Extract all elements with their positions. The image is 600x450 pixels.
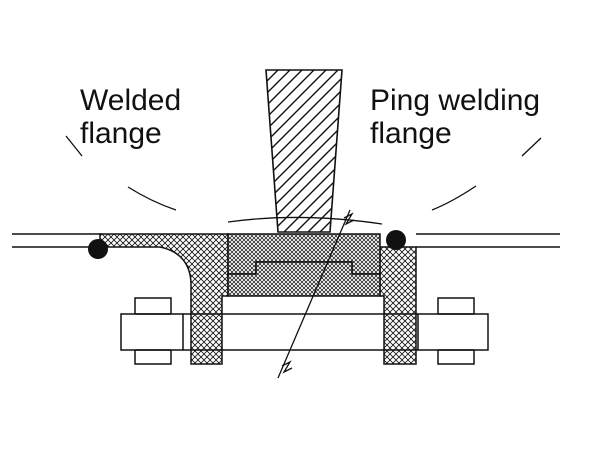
- label-ping-line2: flange: [370, 117, 452, 150]
- weld-bead-right: [386, 230, 406, 250]
- bolt-right: [417, 297, 489, 365]
- welded-flange: [99, 233, 229, 365]
- label-welded-line1: Welded: [80, 84, 181, 117]
- ping-welding-flange: [379, 246, 417, 365]
- label-welded-line2: flange: [80, 117, 162, 150]
- center-gasket-lower: [227, 261, 381, 297]
- leader-left: [65, 135, 177, 211]
- weld-bead-left: [88, 239, 108, 259]
- leader-right: [431, 137, 542, 211]
- vertical-pipe: [265, 69, 343, 233]
- break-line: [277, 209, 355, 379]
- leader-center: [227, 216, 383, 225]
- right-pipe: [416, 233, 560, 248]
- left-pipe: [12, 233, 102, 248]
- bolt-left: [120, 297, 184, 365]
- label-ping-line1: Ping welding: [370, 84, 540, 117]
